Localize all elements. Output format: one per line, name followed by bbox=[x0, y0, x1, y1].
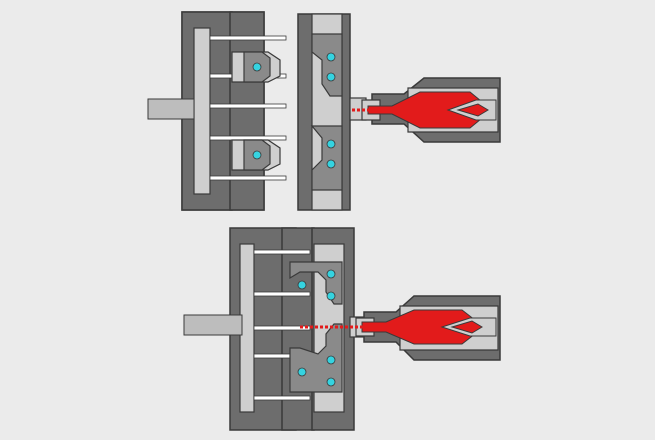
cooling-channel-cavity-2 bbox=[326, 72, 336, 82]
injection-unit-top bbox=[352, 77, 501, 143]
cooling-channel-core-lower bbox=[252, 150, 262, 160]
injection-unit-bottom bbox=[300, 295, 501, 361]
cooling-channel-cavity-4 bbox=[326, 159, 336, 169]
ejector-plate bbox=[193, 27, 211, 195]
panel-open-state bbox=[147, 11, 501, 211]
panel-closed-state bbox=[183, 227, 501, 431]
cooling-channel-cavity-1 bbox=[326, 52, 336, 62]
closed-cooling-cavity-1 bbox=[326, 269, 336, 279]
closed-cooling-core-upper bbox=[297, 280, 307, 290]
ejector-pins-bottom bbox=[253, 249, 311, 401]
ejector-rod-top bbox=[147, 98, 195, 120]
closed-cooling-cavity-3 bbox=[326, 355, 336, 365]
closed-cooling-cavity-4 bbox=[326, 377, 336, 387]
cooling-channel-cavity-3 bbox=[326, 139, 336, 149]
cooling-channel-core-upper bbox=[252, 62, 262, 72]
cavity-upper bbox=[311, 33, 343, 97]
ejector-rod-bottom bbox=[183, 314, 243, 336]
closed-cooling-core-lower bbox=[297, 367, 307, 377]
closed-cooling-cavity-2 bbox=[326, 291, 336, 301]
